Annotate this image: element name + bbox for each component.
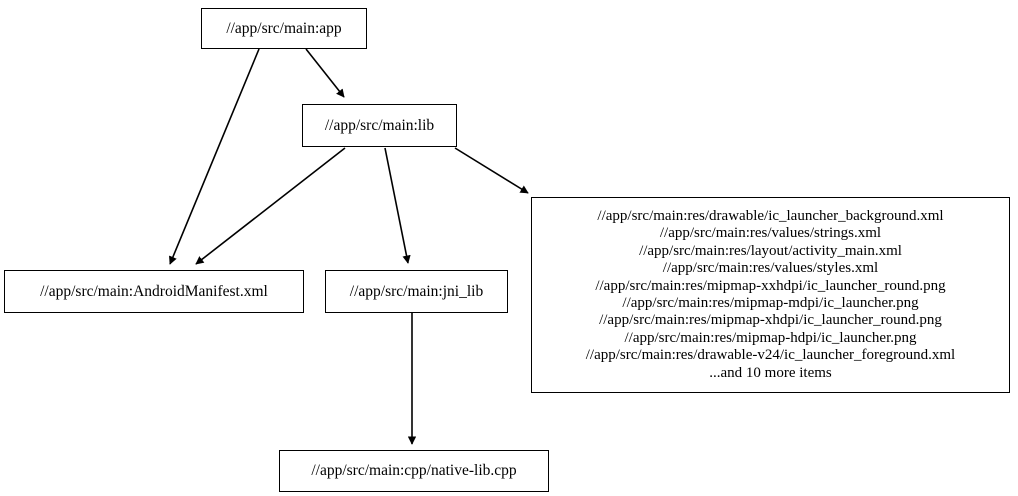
graph-node-res-group-label: //app/src/main:res/drawable/ic_launcher_… [585, 207, 956, 381]
edge-app-to-lib [305, 48, 345, 98]
edge-app-to-manifest [169, 48, 260, 265]
graph-node-androidmanifest-xml[interactable]: //app/src/main:AndroidManifest.xml [4, 270, 304, 313]
edge-lib-to-manifest [195, 147, 346, 265]
graph-node-lib[interactable]: //app/src/main:lib [302, 104, 457, 147]
graph-node-jni-lib[interactable]: //app/src/main:jni_lib [325, 270, 508, 313]
graph-node-native-lib-cpp[interactable]: //app/src/main:cpp/native-lib.cpp [279, 450, 549, 492]
edge-lib-to-jni-lib [384, 147, 411, 264]
graph-node-jni-lib-label: //app/src/main:jni_lib [349, 282, 484, 300]
graph-node-lib-label: //app/src/main:lib [324, 116, 435, 134]
edge-lib-to-res-group [454, 147, 529, 194]
graph-node-androidmanifest-xml-label: //app/src/main:AndroidManifest.xml [40, 282, 268, 300]
graph-node-app[interactable]: //app/src/main:app [201, 8, 367, 49]
graph-node-native-lib-cpp-label: //app/src/main:cpp/native-lib.cpp [311, 462, 517, 480]
graph-node-app-label: //app/src/main:app [226, 19, 342, 37]
graph-node-res-group[interactable]: //app/src/main:res/drawable/ic_launcher_… [531, 197, 1010, 393]
